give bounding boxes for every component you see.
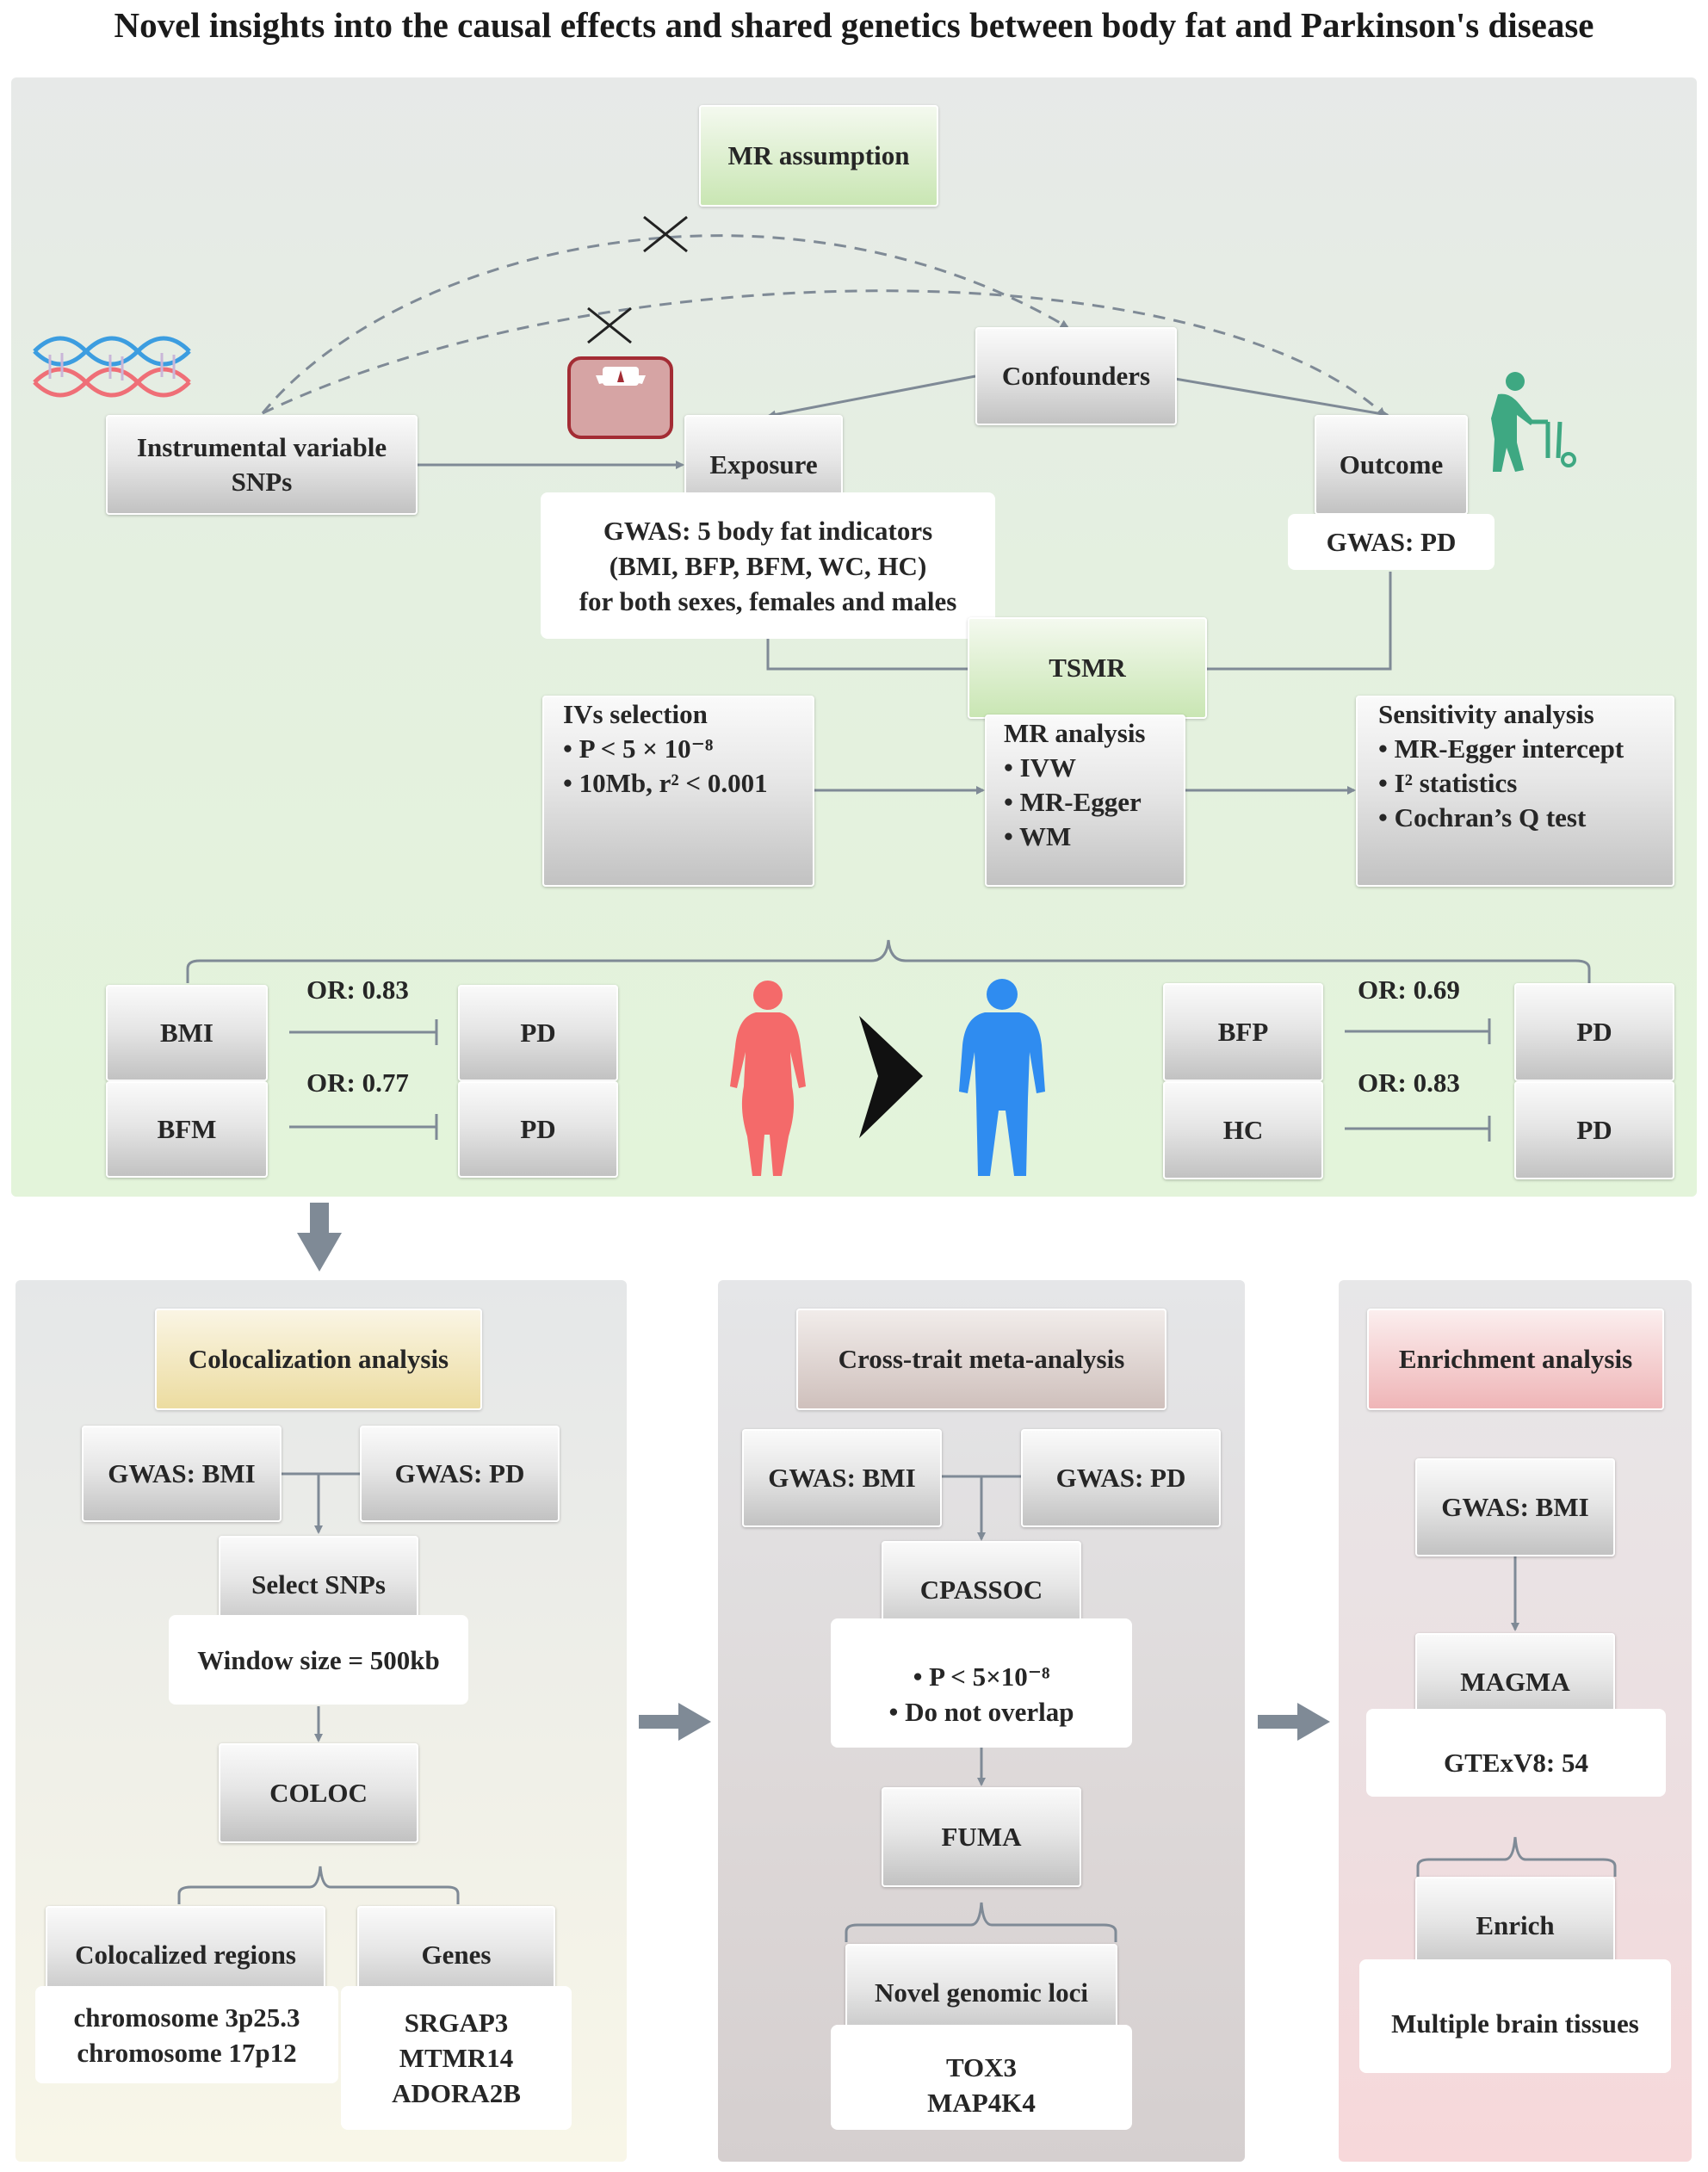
right-arrow-big-2 <box>1258 1703 1330 1741</box>
locus-2: MAP4K4 <box>927 2088 1036 2118</box>
scale-icon <box>567 356 673 439</box>
gene-1: SRGAP3 <box>404 2008 509 2038</box>
genes-values: SRGAP3 MTMR14 ADORA2B <box>341 1986 572 2130</box>
gene-2: MTMR14 <box>399 2043 514 2073</box>
result-or-hc: OR: 0.83 <box>1358 1067 1460 1098</box>
cpassoc-criteria: • P < 5×10⁻⁸ • Do not overlap <box>831 1618 1132 1748</box>
exposure-gwas-line-3: for both sexes, females and males <box>579 585 957 616</box>
result-or-bfm: OR: 0.77 <box>306 1067 409 1098</box>
coloc-box: COLOC <box>219 1743 418 1843</box>
gtex-box: GTExV8: 54 <box>1366 1709 1666 1797</box>
mr-analysis-item-1: • IVW <box>1004 752 1077 783</box>
male-silhouette-icon <box>959 979 1045 1176</box>
right-arrow-big-1 <box>639 1703 711 1741</box>
criteria-2: • Do not overlap <box>888 1697 1074 1727</box>
mr-analysis-title: MR analysis <box>1004 718 1146 748</box>
result-outcome-pd-3: PD <box>1514 983 1674 1081</box>
result-outcome-pd-1: PD <box>458 985 618 1081</box>
dna-icon <box>33 336 191 398</box>
fuma-box: FUMA <box>882 1787 1081 1887</box>
loci-values: TOX3 MAP4K4 <box>831 2025 1132 2130</box>
brain-tissues-box: Multiple brain tissues <box>1359 1959 1671 2073</box>
arrow-confounders-outcome <box>1174 377 1389 418</box>
iv-selection-item-2: • 10Mb, r² < 0.001 <box>563 768 768 798</box>
confounders-box: Confounders <box>975 327 1177 425</box>
mr-analysis-item-3: • WM <box>1004 821 1072 851</box>
result-outcome-pd-4: PD <box>1514 1081 1674 1179</box>
iv-selection-title: IVs selection <box>563 699 708 729</box>
region-1: chromosome 3p25.3 <box>73 2002 300 2033</box>
cross-gwas-pd-box: GWAS: PD <box>1021 1429 1221 1527</box>
down-arrow-big <box>297 1203 342 1272</box>
result-exposure-bfm: BFM <box>106 1081 268 1178</box>
female-silhouette-icon <box>730 981 806 1176</box>
mr-assumption-label: MR assumption <box>699 105 938 207</box>
dashed-path-iv-outcome <box>262 289 1386 417</box>
enrich-box: Enrich <box>1415 1877 1615 1975</box>
iv-selection-item-1: • P < 5 × 10⁻⁸ <box>563 733 714 764</box>
sensitivity-item-3: • Cochran’s Q test <box>1378 802 1587 832</box>
iv-line-2: SNPs <box>231 467 293 497</box>
result-or-bmi: OR: 0.83 <box>306 975 409 1005</box>
result-outcome-pd-2: PD <box>458 1081 618 1178</box>
greater-than-icon <box>859 1016 923 1138</box>
gene-3: ADORA2B <box>392 2078 521 2108</box>
arrow-confounders-exposure <box>767 374 976 419</box>
regions-values: chromosome 3p25.3 chromosome 17p12 <box>35 1986 338 2083</box>
outcome-gwas-box: GWAS: PD <box>1288 514 1494 570</box>
coloc-gwas-pd-box: GWAS: PD <box>360 1426 560 1522</box>
cross-gwas-bmi-box: GWAS: BMI <box>742 1429 942 1527</box>
mr-analysis-box: MR analysis • IVW • MR-Egger • WM <box>985 715 1185 887</box>
exposure-gwas-line-2: (BMI, BFP, BFM, WC, HC) <box>609 550 927 581</box>
sensitivity-analysis-box: Sensitivity analysis • MR-Egger intercep… <box>1356 696 1674 887</box>
result-exposure-hc: HC <box>1163 1081 1323 1179</box>
iv-line-1: Instrumental variable <box>136 432 387 462</box>
result-exposure-bmi: BMI <box>106 985 268 1081</box>
coloc-gwas-bmi-box: GWAS: BMI <box>82 1426 282 1522</box>
enrich-gwas-bmi-box: GWAS: BMI <box>1415 1458 1615 1556</box>
mr-analysis-item-2: • MR-Egger <box>1004 787 1142 817</box>
criteria-1: • P < 5×10⁻⁸ <box>913 1661 1050 1692</box>
figure-title: Novel insights into the causal effects a… <box>114 5 1594 45</box>
window-size-box: Window size = 500kb <box>169 1615 468 1705</box>
locus-1: TOX3 <box>945 2052 1018 2082</box>
tsmr-label: TSMR <box>968 617 1207 719</box>
region-2: chromosome 17p12 <box>77 2037 297 2068</box>
elderly-walker-icon <box>1491 372 1576 472</box>
line-outcome-tsmr <box>1205 572 1392 671</box>
colocalization-label: Colocalization analysis <box>155 1309 482 1410</box>
result-or-bfp: OR: 0.69 <box>1358 975 1460 1005</box>
outcome-box: Outcome <box>1315 415 1468 515</box>
exposure-gwas-line-1: GWAS: 5 body fat indicators <box>603 515 933 546</box>
enrichment-label: Enrichment analysis <box>1367 1309 1664 1410</box>
results-bracket <box>186 939 1591 983</box>
result-exposure-bfp: BFP <box>1163 983 1323 1081</box>
iv-selection-box: IVs selection • P < 5 × 10⁻⁸ • 10Mb, r² … <box>542 696 814 887</box>
sensitivity-title: Sensitivity analysis <box>1378 699 1594 729</box>
cross-trait-label: Cross-trait meta-analysis <box>796 1309 1167 1410</box>
sensitivity-item-2: • I² statistics <box>1378 768 1518 798</box>
instrumental-variable-box: Instrumental variable SNPs <box>106 415 418 515</box>
line-exposure-tsmr <box>766 639 968 671</box>
sensitivity-item-1: • MR-Egger intercept <box>1378 733 1624 764</box>
exposure-gwas-box: GWAS: 5 body fat indicators (BMI, BFP, B… <box>541 492 995 639</box>
